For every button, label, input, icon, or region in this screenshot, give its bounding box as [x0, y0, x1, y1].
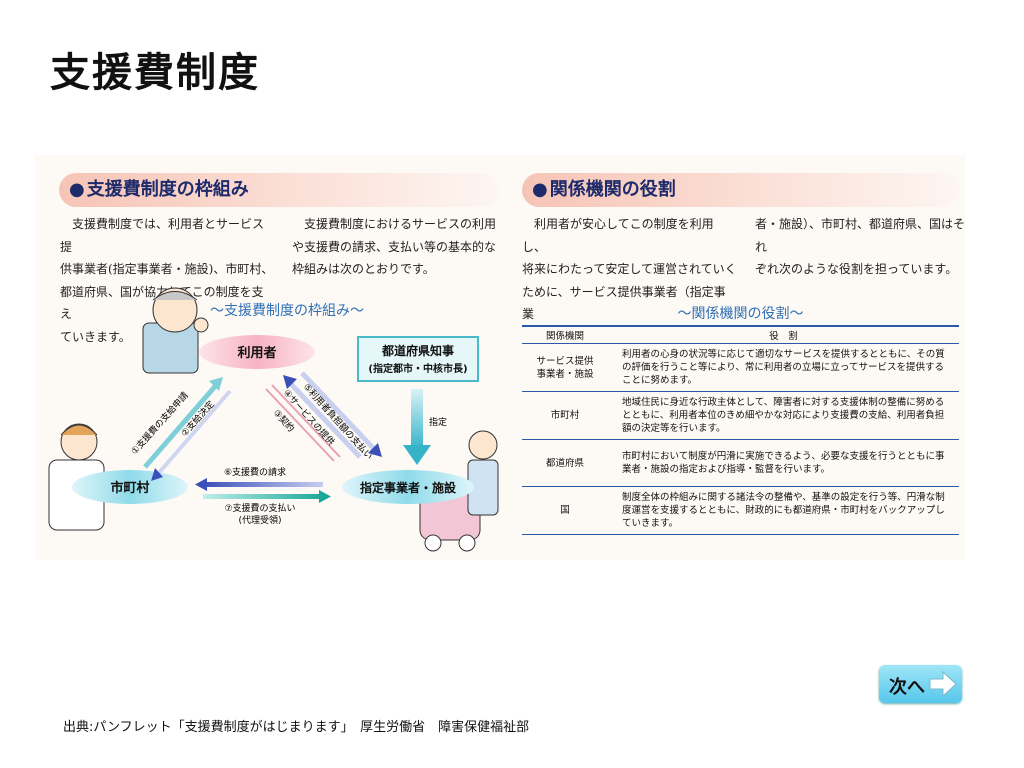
arrow-designation	[403, 389, 431, 465]
user-person-illustration	[142, 287, 209, 374]
content-panel: ●支援費制度の枠組み 支援費制度では、利用者とサービス提 供事業者(指定事業者・…	[35, 155, 965, 560]
city-node: 市町村	[72, 470, 188, 504]
roles-table-title: ～関係機関の役割～	[677, 306, 804, 322]
table-row: サービス提供 事業者・施設 利用者の心身の状況等に応じて適切なサービスを提供する…	[522, 343, 959, 392]
section-heading-framework: ●支援費制度の枠組み	[59, 173, 499, 207]
diagram-title: ～支援費制度の枠組み～	[210, 303, 364, 319]
framework-para1-line2: 供事業者(指定事業者・施設)、市町村、	[60, 262, 274, 276]
roles-para1-line1: 利用者が安心してこの制度を利用し、	[522, 217, 714, 254]
roles-header-role: 役 割	[608, 325, 959, 344]
roles-para2-line1: 者・施設）、市町村、都道府県、国はそれ	[755, 217, 966, 254]
table-cell-role: 市町村において制度が円滑に実施できるよう、必要な支援を行うとともに事業者・施設の…	[608, 439, 959, 487]
arrow-service-provision	[283, 375, 362, 459]
org-name-line1: サービス提供	[536, 355, 594, 367]
table-row: 都道府県 市町村において制度が円滑に実施できるよう、必要な支援を行うとともに事業…	[522, 439, 959, 487]
provider-node: 指定事業者・施設	[342, 470, 474, 504]
governor-node-sublabel: (指定都市・中核市長)	[368, 362, 467, 375]
city-node-label: 市町村	[110, 480, 149, 496]
arrow-right-icon	[929, 671, 957, 697]
table-row: 国 制度全体の枠組みに関する諸法令の整備や、基準の設定を行う等、円滑な制度運営を…	[522, 486, 959, 535]
roles-para2-line2: ぞれ次のような役割を担っています。	[755, 262, 958, 276]
framework-para1-line1: 支援費制度では、利用者とサービス提	[60, 217, 265, 254]
table-cell-org: 国	[522, 486, 608, 535]
table-row: 市町村 地域住民に身近な行政主体として、障害者に対する支援体制の整備に努めるとと…	[522, 391, 959, 440]
governor-node: 都道府県知事 (指定都市・中核市長)	[357, 336, 479, 382]
table-cell-role: 制度全体の枠組みに関する諸法令の整備や、基準の設定を行う等、円滑な制度運営を支援…	[608, 486, 959, 535]
table-cell-role: 利用者の心身の状況等に応じて適切なサービスを提供するとともに、その質の評価を行う…	[608, 343, 959, 392]
framework-diagram: ～支援費制度の枠組み～ 利用者 市町村	[48, 287, 499, 552]
table-cell-org: 都道府県	[522, 439, 608, 487]
org-name-line2: 事業者・施設	[536, 368, 594, 380]
framework-paragraph-1: 支援費制度では、利用者とサービス提 供事業者(指定事業者・施設)、市町村、 都道…	[60, 213, 275, 348]
bullet-icon: ●	[532, 179, 548, 200]
framework-para2-line2: や支援費の請求、支払い等の基本的な	[292, 239, 497, 254]
roles-para1-line2: 将来にわたって安定して運営されていく	[522, 262, 737, 276]
section-heading-roles: ●関係機関の役割	[522, 173, 960, 207]
roles-paragraph-1: 利用者が安心してこの制度を利用し、 将来にわたって安定して運営されていく ために…	[522, 213, 737, 326]
arrow-user-payment	[300, 371, 382, 457]
roles-header-org: 関係機関	[522, 325, 608, 344]
arrow-label-a7-sub: (代理受領)	[238, 514, 281, 526]
arrow-support-claim	[195, 478, 323, 491]
user-node-label: 利用者	[237, 345, 276, 361]
page-title: 支援費制度	[50, 50, 260, 96]
arrow-support-payment	[203, 490, 331, 503]
roles-table-header-row: 関係機関 役 割	[522, 325, 959, 344]
arrow-label-a3: ③契約	[271, 407, 297, 434]
bullet-icon: ●	[69, 179, 85, 200]
framework-para2-line3: 枠組みは次のとおりです。	[292, 262, 435, 276]
table-cell-org: サービス提供 事業者・施設	[522, 343, 608, 392]
arrow-decision	[151, 389, 232, 481]
roles-paragraph-2: 者・施設）、市町村、都道府県、国はそれ ぞれ次のような役割を担っています。	[755, 213, 965, 281]
framework-para1-line3: 都道府県、国が協力してこの制度を支え	[60, 284, 264, 322]
section-heading-framework-text: 支援費制度の枠組み	[86, 179, 249, 200]
provider-node-label: 指定事業者・施設	[360, 480, 457, 495]
table-cell-org: 市町村	[522, 391, 608, 440]
arrow-label-a6: ⑥支援費の請求	[224, 466, 286, 478]
framework-para1-line4: ていきます。	[60, 329, 131, 344]
next-button[interactable]: 次へ	[879, 665, 962, 703]
framework-paragraph-2: 支援費制度におけるサービスの利用 や支援費の請求、支払い等の基本的な 枠組みは次…	[292, 213, 502, 281]
arrow-contract	[265, 384, 341, 462]
user-node: 利用者	[199, 335, 315, 369]
section-heading-roles-text: 関係機関の役割	[549, 179, 676, 200]
arrow-support-application	[143, 377, 223, 469]
arrow-label-a7: ⑦支援費の支払い	[224, 502, 295, 514]
governor-node-label: 都道府県知事	[381, 343, 454, 358]
framework-para2-line1: 支援費制度におけるサービスの利用	[304, 217, 497, 231]
next-button-label: 次へ	[889, 677, 925, 698]
roles-para1-line3: ために、サービス提供事業者（指定事業	[522, 284, 726, 322]
roles-table: 関係機関 役 割 サービス提供 事業者・施設 利用者の心身の状況等に応じて適切な…	[522, 325, 959, 535]
table-cell-role: 地域住民に身近な行政主体として、障害者に対する支援体制の整備に努めるとともに、利…	[608, 391, 959, 440]
arrow-label-designation: 指定	[429, 416, 447, 428]
source-citation: 出典:パンフレット「支援費制度がはじまります」 厚生労働省 障害保健福祉部	[63, 720, 530, 735]
